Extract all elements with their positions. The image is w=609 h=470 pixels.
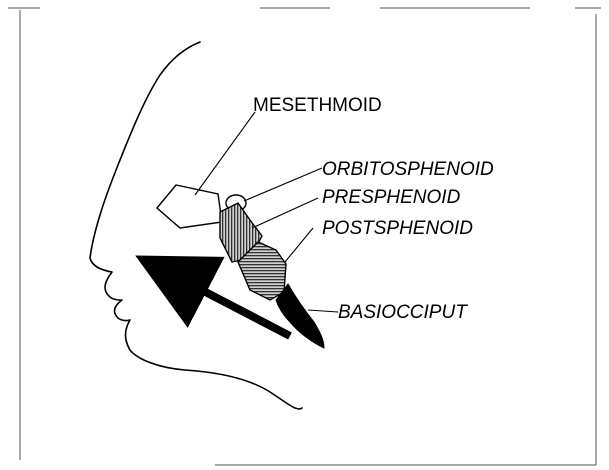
presphenoid-leader [252,198,318,228]
postsphenoid-leader [285,228,313,262]
mesethmoid-bone [157,185,222,228]
mesethmoid-leader [195,112,255,195]
basiocciput-leader [308,310,338,312]
basiocciput-bone [276,284,324,348]
presphenoid-label: PRESPHENOID [322,187,461,208]
frame [8,8,601,465]
basiocciput-label: BASIOCCIPUT [338,302,468,323]
orbitosphenoid-leader [244,168,322,201]
postsphenoid-label: POSTSPHENOID [322,218,473,239]
orbitosphenoid-label: ORBITOSPHENOID [322,159,494,180]
mesethmoid-label: MESETHMOID [253,95,382,116]
